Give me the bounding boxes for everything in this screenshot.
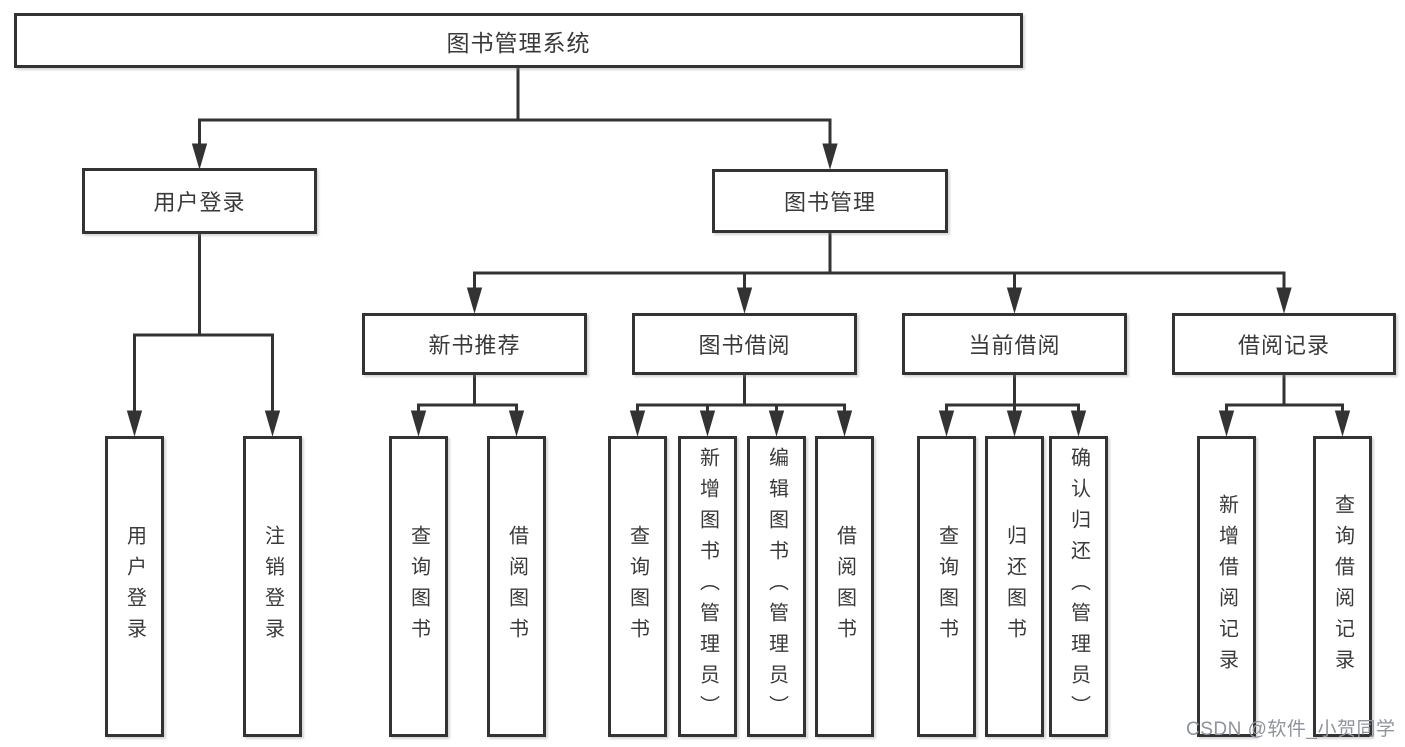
arrowhead (1006, 410, 1023, 437)
connector-book-borrow-children (629, 373, 853, 437)
node-book-borrow: 图书借阅 (632, 313, 857, 375)
leaf-newbook-borrow-books: 借阅图书 (487, 436, 546, 737)
arrowhead (1276, 287, 1292, 314)
connector-root-to-level2 (191, 66, 838, 170)
arrowhead (191, 143, 208, 170)
leaf-user-login: 用户登录 (105, 436, 164, 737)
connector-book-management-to-level3 (466, 231, 1292, 314)
arrowhead (466, 287, 483, 314)
arrowhead (1334, 410, 1351, 437)
leaf-logout: 注销登录 (243, 436, 302, 737)
arrowhead (822, 143, 838, 170)
watermark: CSDN @软件_小贺同学 (1186, 719, 1396, 740)
arrowhead (1070, 410, 1087, 437)
arrowhead (736, 287, 753, 314)
leaf-borrow-query-books: 查询图书 (608, 436, 667, 737)
arrowhead (699, 410, 716, 437)
connector-user-login-children (126, 232, 281, 437)
leaf-borrow-edit-books-admin: 编辑图书（管理员） (747, 436, 806, 737)
arrowhead (836, 410, 853, 437)
node-new-book-recommend: 新书推荐 (362, 313, 587, 375)
connector-new-book-children (410, 373, 525, 437)
node-user-login: 用户登录 (82, 168, 317, 234)
node-current-borrow: 当前借阅 (902, 313, 1127, 375)
arrowhead (410, 410, 427, 437)
arrowhead (1006, 287, 1023, 314)
connector-current-borrow-children (938, 373, 1087, 437)
arrowhead (629, 410, 646, 437)
leaf-borrow-add-books-admin: 新增图书（管理员） (678, 436, 737, 737)
leaf-current-query-books: 查询图书 (917, 436, 976, 737)
leaf-current-confirm-return-admin: 确认归还（管理员） (1049, 436, 1108, 737)
connector-borrow-records-children (1218, 373, 1351, 437)
leaf-current-return-books: 归还图书 (985, 436, 1044, 737)
leaf-records-query-record: 查询借阅记录 (1313, 436, 1372, 737)
node-borrow-records: 借阅记录 (1172, 313, 1396, 375)
arrowhead (768, 410, 785, 437)
leaf-newbook-query-books: 查询图书 (389, 436, 448, 737)
node-book-management: 图书管理 (712, 169, 948, 233)
arrowhead (126, 410, 143, 437)
arrowhead (938, 410, 955, 437)
leaf-records-add-record: 新增借阅记录 (1197, 436, 1256, 737)
arrowhead (264, 410, 281, 437)
arrowhead (1218, 410, 1235, 437)
node-library-management-system: 图书管理系统 (14, 13, 1023, 68)
arrowhead (508, 410, 525, 437)
leaf-borrow-borrow-books: 借阅图书 (815, 436, 874, 737)
